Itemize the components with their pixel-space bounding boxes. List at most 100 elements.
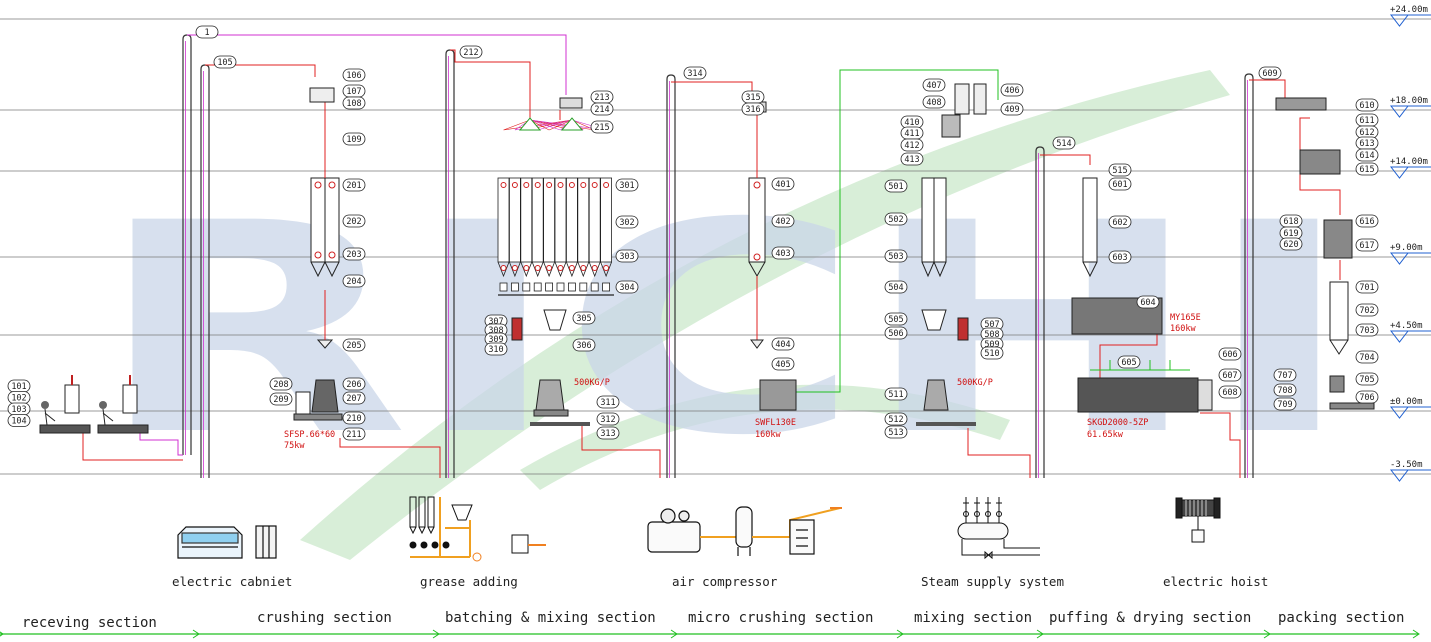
level-marker-icon	[1389, 166, 1410, 179]
tag-oval: 706	[1355, 390, 1379, 404]
level-marker-icon	[1389, 14, 1410, 27]
flow-line	[1040, 154, 1091, 165]
tag-oval: 617	[1355, 238, 1379, 252]
tag-oval: 607	[1218, 368, 1242, 382]
tag-oval: 108	[342, 96, 366, 110]
tag-oval: 406	[1000, 83, 1024, 97]
flow-line	[967, 428, 1031, 478]
tag-oval: 707	[1273, 368, 1297, 382]
level-label: +24.00m	[1390, 5, 1428, 15]
tag-number: 615	[1359, 165, 1374, 175]
floor-levels: +24.00m+18.00m+14.00m+9.00m+4.50m±0.00m-…	[0, 5, 1431, 482]
tag-oval: 709	[1273, 397, 1297, 411]
tag-number: 613	[1359, 139, 1374, 149]
level-marker-icon	[1389, 330, 1410, 343]
level-sensor-icon	[534, 265, 541, 271]
tag-number: 515	[1112, 166, 1127, 176]
tag-number: 604	[1140, 298, 1155, 308]
tag-number: 311	[600, 398, 615, 408]
tag-oval: 605	[1117, 355, 1141, 369]
tag-number: 706	[1359, 393, 1374, 403]
tag-outline	[1355, 303, 1379, 317]
tag-number: 406	[1004, 86, 1019, 96]
tag-number: 303	[619, 252, 634, 262]
tag-outline	[342, 96, 366, 110]
tag-outline	[771, 357, 795, 371]
distributor-icon	[518, 117, 542, 131]
electric-cabinet-icon	[177, 525, 277, 559]
tag-number: 213	[594, 93, 609, 103]
tag-number: 312	[600, 415, 615, 425]
tag-outline	[615, 280, 639, 294]
tag-outline	[1355, 148, 1379, 162]
tag-oval: 403	[771, 246, 795, 260]
tag-number: 504	[888, 283, 903, 293]
dust-filter	[122, 384, 138, 414]
section-puffing-drying: puffing & drying section	[1049, 610, 1251, 626]
tag-oval: 614	[1355, 148, 1379, 162]
dryer-power: 61.65kw	[1087, 430, 1124, 440]
tag-oval: 102	[7, 391, 31, 404]
tag-outline	[1258, 66, 1282, 80]
tag-number: 208	[273, 380, 288, 390]
tag-outline	[269, 392, 293, 406]
tag-oval: 705	[1355, 372, 1379, 386]
extruder-model: MY165E	[1170, 313, 1201, 323]
tag-outline	[884, 412, 908, 426]
tag-number: 603	[1112, 253, 1127, 263]
tag-number: 308	[488, 326, 503, 336]
level-label: +9.00m	[1390, 243, 1423, 253]
tag-number: 609	[1262, 69, 1277, 79]
bin-hopper	[554, 261, 567, 278]
tag-outline	[922, 78, 946, 92]
tag-number: 506	[888, 329, 903, 339]
tag-oval: 401	[771, 177, 795, 191]
tag-outline	[1136, 295, 1160, 309]
tag-oval: 704	[1355, 350, 1379, 364]
tag-outline	[342, 391, 366, 405]
tag-outline	[615, 249, 639, 263]
batching-bin	[520, 177, 533, 263]
tag-outline	[771, 177, 795, 191]
tag-number: 101	[11, 382, 26, 392]
level-sensor-icon	[591, 265, 598, 271]
section-divider-icon	[432, 629, 440, 639]
tag-number: 404	[775, 340, 790, 350]
micro-power: 160kw	[755, 430, 781, 440]
crusher-base	[293, 413, 343, 421]
finished-bin	[1329, 281, 1349, 341]
bin-hopper	[600, 261, 612, 278]
tag-outline	[771, 246, 795, 260]
tag-number: 505	[888, 315, 903, 325]
cyclone	[1197, 379, 1213, 411]
tag-oval: 412	[900, 138, 924, 152]
tag-oval: 619	[1279, 226, 1303, 240]
tag-outline	[1355, 350, 1379, 364]
tag-outline	[1218, 385, 1242, 399]
level-sensor-icon	[314, 251, 322, 259]
tag-number: 109	[346, 135, 361, 145]
level-sensor-icon	[603, 182, 610, 188]
tag-outline	[1273, 368, 1297, 382]
level-sensor-icon	[534, 182, 541, 188]
tag-outline	[1000, 83, 1024, 97]
equipment-tags: 1011021031041105106107108109201202203204…	[7, 25, 1379, 441]
flow-line	[450, 49, 531, 120]
electric-hoist-icon	[1175, 497, 1221, 543]
flow-line	[139, 430, 183, 456]
tag-oval: 313	[596, 426, 620, 440]
flow-line	[1200, 412, 1241, 478]
feeder	[533, 282, 542, 292]
tag-number: 106	[346, 71, 361, 81]
tag-outline	[484, 342, 508, 356]
feeder	[499, 282, 508, 292]
level-sensor-icon	[328, 251, 336, 259]
tag-oval: 505	[884, 312, 908, 326]
level-sensor-icon	[500, 265, 507, 271]
batching-scale	[921, 309, 947, 331]
tag-oval: 601	[1108, 177, 1132, 191]
tag-number: 510	[984, 349, 999, 359]
intake-grate	[39, 424, 91, 434]
tag-oval: 210	[342, 411, 366, 425]
air-compressor-icon	[647, 506, 842, 556]
